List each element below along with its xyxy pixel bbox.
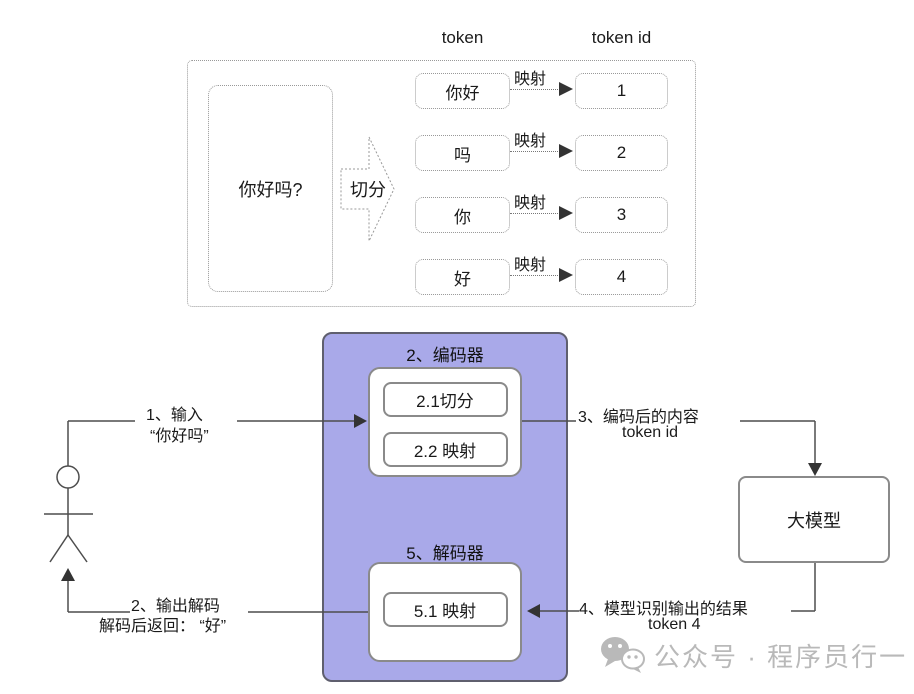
watermark: 公众号 · 程序员行一	[600, 635, 907, 675]
token-id-box: 3	[575, 197, 668, 233]
token-box: 你	[415, 197, 510, 233]
person-figure-icon	[44, 465, 93, 563]
token-column-header: token	[441, 28, 484, 47]
split-arrow-shape-icon	[340, 136, 395, 242]
map-label: 映射	[514, 257, 547, 274]
step1-input-quote: “你好吗”	[150, 428, 209, 445]
arrowhead-down-icon	[808, 463, 822, 476]
map-arrow-line	[510, 213, 562, 214]
encoder-map-step: 2.2 映射	[382, 432, 508, 467]
map-arrow-line	[510, 89, 562, 90]
token-row: 你 映射 3	[415, 195, 668, 233]
encoder-split-step: 2.1切分	[382, 382, 508, 417]
step2-return-label: 解码后返回： “好”	[99, 618, 227, 635]
token-box: 吗	[415, 135, 510, 171]
token-row: 你好 映射 1	[415, 71, 668, 109]
decoder-title: 5、解码器	[406, 544, 484, 563]
wechat-icon	[601, 637, 645, 673]
split-block-arrow: 切分	[340, 134, 396, 244]
step2-output-label: 2、输出解码	[131, 598, 220, 615]
map-arrowhead-icon	[559, 144, 573, 158]
arrowhead-up-icon	[61, 568, 75, 581]
token-id-box: 1	[575, 73, 668, 109]
token-row: 好 映射 4	[415, 257, 668, 295]
step4-token4-label: token 4	[648, 616, 701, 633]
encoder-title: 2、编码器	[406, 346, 484, 365]
map-label: 映射	[514, 195, 547, 212]
token-id-column-header: token id	[591, 28, 652, 47]
split-arrow-label: 切分	[350, 180, 386, 200]
step3-tokenid-label: token id	[622, 424, 679, 441]
map-label: 映射	[514, 71, 547, 88]
token-box: 好	[415, 259, 510, 295]
step4-result-label: 4、模型识别输出的结果	[579, 601, 748, 618]
token-id-box: 4	[575, 259, 668, 295]
token-box: 你好	[415, 73, 510, 109]
map-arrow-line	[510, 275, 562, 276]
decoder-box: 5.1 映射	[368, 562, 522, 662]
step1-input-label: 1、输入	[146, 407, 203, 424]
token-row: 吗 映射 2	[415, 133, 668, 171]
llm-box: 大模型	[738, 476, 890, 563]
encoder-box: 2.1切分 2.2 映射	[368, 367, 522, 477]
map-arrow-line	[510, 151, 562, 152]
token-id-box: 2	[575, 135, 668, 171]
map-arrowhead-icon	[559, 206, 573, 220]
decoder-map-step: 5.1 映射	[382, 592, 508, 627]
map-arrowhead-icon	[559, 268, 573, 282]
watermark-text: 公众号 · 程序员行一	[654, 641, 908, 672]
input-text-box: 你好吗?	[208, 85, 333, 292]
step3-encoded-label: 3、编码后的内容	[578, 409, 699, 426]
tokenization-panel	[187, 60, 696, 307]
map-label: 映射	[514, 133, 547, 150]
map-arrowhead-icon	[559, 82, 573, 96]
